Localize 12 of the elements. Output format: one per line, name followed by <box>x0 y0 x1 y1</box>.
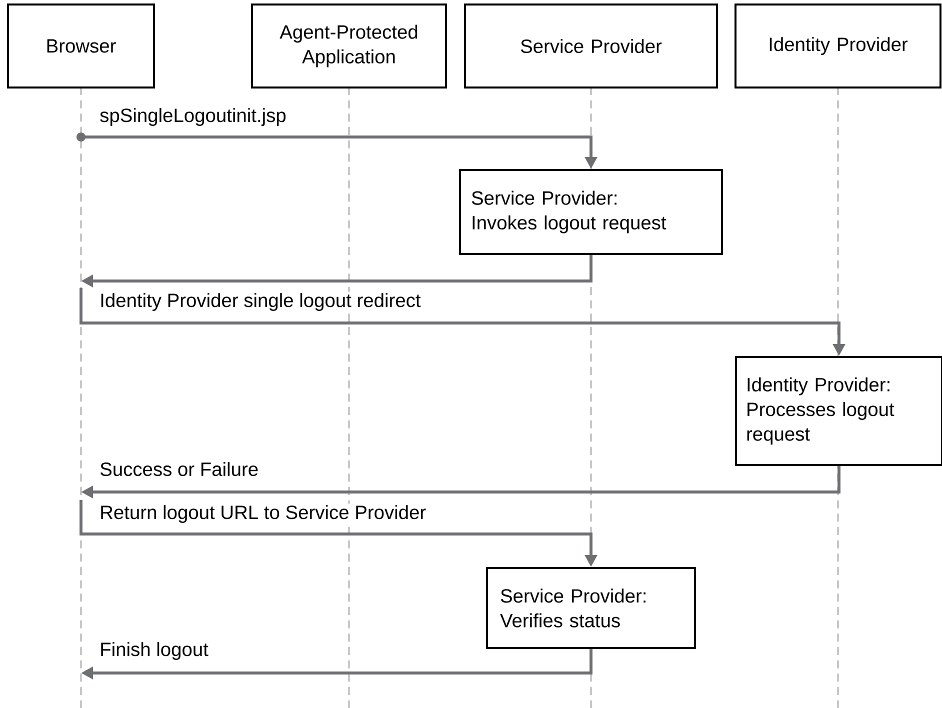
edge-label: Success or Failure <box>98 460 260 478</box>
process-box: Service Provider: Verifies status <box>486 567 696 649</box>
process-box: Service Provider: Invokes logout request <box>459 169 723 255</box>
process-box: Identity Provider: Processes logout request <box>735 356 942 466</box>
participant-box: Identity Provider <box>734 4 942 88</box>
edge-label: Identity Provider single logout redirect <box>98 292 422 312</box>
participant-box: Browser <box>7 4 155 88</box>
participant-box: Agent-Protected Application <box>251 4 447 88</box>
edge-label: Finish logout <box>98 640 210 662</box>
edge-label: spSingleLogoutinit.jsp <box>98 106 288 128</box>
participant-box: Service Provider <box>464 4 718 88</box>
edge-label: Return logout URL to Service Provider <box>98 504 428 524</box>
